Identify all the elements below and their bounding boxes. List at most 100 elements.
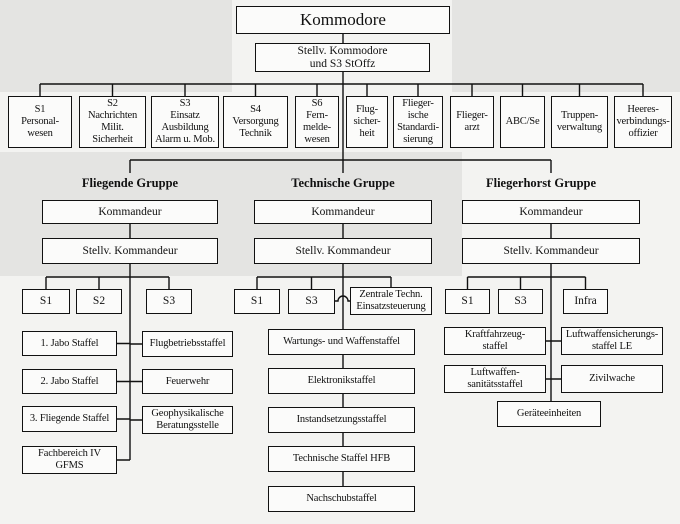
- box-label-line: heit: [359, 128, 375, 139]
- box-label-line: Fachbereich IV: [38, 448, 101, 459]
- box-label-line: S3: [179, 98, 191, 109]
- box-label: Feuerwehr: [165, 375, 210, 387]
- flying-group-commander-box: Kommandeur: [42, 200, 218, 224]
- deputy-commodore-box: Stellv. Kommodore und S3 StOffz: [255, 43, 430, 72]
- box-label-line: Ausbildung: [161, 122, 209, 133]
- box-label-line: Einsatzsteuerung: [356, 301, 426, 312]
- box-label-line: und S3 StOffz: [309, 57, 376, 70]
- airbase-group-commander-box: Kommandeur: [462, 200, 640, 224]
- box-label-line: Einsatz: [170, 110, 200, 121]
- staff-box-s6-communications: S6 Fern- melde- wesen: [295, 96, 339, 148]
- connector-flying-group: [45, 224, 170, 461]
- box-label: 2. Jabo Staffel: [40, 375, 99, 387]
- unit-box-sicherungsstaffel: Luftwaffensicherungs- staffel LE: [561, 327, 663, 355]
- technical-group-commander-box: Kommandeur: [254, 200, 432, 224]
- box-label-line: Luftwaffen-: [470, 367, 520, 378]
- box-label: Infra: [574, 295, 597, 307]
- box-label-line: S6: [311, 98, 323, 109]
- staff-box-troop-administration: Truppen- verwaltung: [551, 96, 608, 148]
- box-label: Stellv. Kommandeur: [503, 244, 599, 257]
- box-label-line: wesen: [304, 134, 330, 145]
- box-label: Stellv. Kommandeur: [295, 244, 391, 257]
- box-label-line: Versorgung: [232, 116, 279, 127]
- box-label: Kommandeur: [98, 205, 162, 218]
- box-label-line: Flug-: [356, 104, 378, 115]
- box-label-line: verwaltung: [556, 122, 603, 133]
- airbase-group-infra-box: Infra: [563, 289, 608, 314]
- unit-box-feuerwehr: Feuerwehr: [142, 369, 233, 394]
- box-label-line: S1: [34, 104, 46, 115]
- box-label-line: staffel: [482, 341, 508, 352]
- group-header-technical: Technische Gruppe: [291, 176, 395, 190]
- box-label-line: S4: [250, 104, 261, 115]
- flying-group-s3-box: S3: [146, 289, 192, 314]
- box-label: S1: [461, 295, 474, 307]
- box-label: Elektronikstaffel: [307, 375, 376, 386]
- box-label-line: melde-: [303, 122, 331, 133]
- box-label: Geräteeinheiten: [516, 408, 582, 419]
- scan-shading: [0, 0, 232, 92]
- box-label: S3: [514, 295, 527, 307]
- unit-box-2-jabo-staffel: 2. Jabo Staffel: [22, 369, 117, 394]
- box-label-line: ABC/Se: [505, 116, 540, 127]
- flying-group-s2-box: S2: [76, 289, 122, 314]
- staff-box-army-liaison-officer: Heeres- verbindungs- offizier: [614, 96, 672, 148]
- unit-box-elektronikstaffel: Elektronikstaffel: [268, 368, 415, 394]
- technical-control-center-box: Zentrale Techn. Einsatzsteuerung: [350, 287, 432, 315]
- connector-staff-drops: [39, 84, 644, 96]
- box-label-line: GFMS: [55, 460, 84, 471]
- technical-group-deputy-box: Stellv. Kommandeur: [254, 238, 432, 264]
- flying-group-s1-box: S1: [22, 289, 70, 314]
- unit-box-flugbetriebsstaffel: Flugbetriebsstaffel: [142, 331, 233, 357]
- box-label-line: Fern-: [306, 110, 328, 121]
- group-header-airbase: Fliegerhorst Gruppe: [485, 176, 597, 190]
- box-label-line: Zentrale Techn.: [359, 289, 423, 300]
- box-label-line: Truppen-: [560, 110, 599, 121]
- staff-box-abc-se: ABC/Se: [500, 96, 545, 148]
- box-label-line: Nachrichten: [87, 110, 138, 121]
- box-label-line: wesen: [27, 128, 53, 139]
- box-label: 1. Jabo Staffel: [40, 337, 99, 349]
- box-label: Wartungs- und Waffenstaffel: [283, 336, 400, 347]
- box-label: Kommandeur: [519, 205, 583, 218]
- box-label-line: sicher-: [353, 116, 381, 127]
- box-label-line: arzt: [464, 122, 480, 133]
- unit-box-geraeteeinheiten: Geräteeinheiten: [497, 401, 601, 427]
- box-label-line: Beratungsstelle: [156, 420, 219, 431]
- box-label: Stellv. Kommandeur: [82, 244, 178, 257]
- unit-box-kraftfahrzeugstaffel: Kraftfahrzeug- staffel: [444, 327, 546, 355]
- box-label-line: Alarm u. Mob.: [155, 134, 215, 145]
- box-label: S1: [39, 295, 53, 307]
- box-label-line: Heeres-: [627, 104, 659, 115]
- airbase-group-s1-box: S1: [445, 289, 490, 314]
- unit-box-fachbereich-iv: Fachbereich IV GFMS: [22, 446, 117, 474]
- box-label-line: Personal-: [21, 116, 59, 127]
- box-label-line: sanitätsstaffel: [467, 379, 523, 390]
- box-label: Zivilwache: [589, 373, 635, 384]
- connector-group-bus: [129, 159, 552, 173]
- unit-box-nachschubstaffel: Nachschubstaffel: [268, 486, 415, 512]
- box-label-line: Luftwaffensicherungs-: [565, 329, 659, 340]
- box-label: 3. Fliegende Staffel: [29, 413, 110, 424]
- box-label: Flugbetriebsstaffel: [149, 338, 226, 349]
- box-label: Nachschubstaffel: [306, 493, 377, 504]
- box-label-line: offizier: [628, 128, 658, 139]
- box-label: S3: [162, 295, 176, 307]
- box-label-line: Kraftfahrzeug-: [464, 329, 526, 340]
- box-label-line: Technik: [239, 128, 272, 139]
- airbase-group-s3-box: S3: [498, 289, 543, 314]
- connector-line-jump: [335, 295, 350, 302]
- staff-box-s1-personnel: S1 Personal- wesen: [8, 96, 72, 148]
- box-label: Kommodore: [300, 10, 386, 29]
- box-label: Instandsetzungsstaffel: [296, 414, 387, 425]
- unit-box-3-fliegende-staffel: 3. Fliegende Staffel: [22, 406, 117, 432]
- technical-group-s3-box: S3: [288, 289, 335, 314]
- staff-box-s2-intelligence: S2 Nachrichten Milit. Sicherheit: [79, 96, 146, 148]
- scan-shading: [452, 0, 680, 92]
- box-label-line: Stellv. Kommodore: [297, 44, 388, 57]
- box-label: S2: [92, 295, 106, 307]
- connector-airbase-group: [466, 224, 587, 401]
- unit-box-geophysikalische-beratungsstelle: Geophysikalische Beratungsstelle: [142, 406, 233, 434]
- box-label-line: Flieger-: [456, 110, 488, 121]
- unit-box-1-jabo-staffel: 1. Jabo Staffel: [22, 331, 117, 356]
